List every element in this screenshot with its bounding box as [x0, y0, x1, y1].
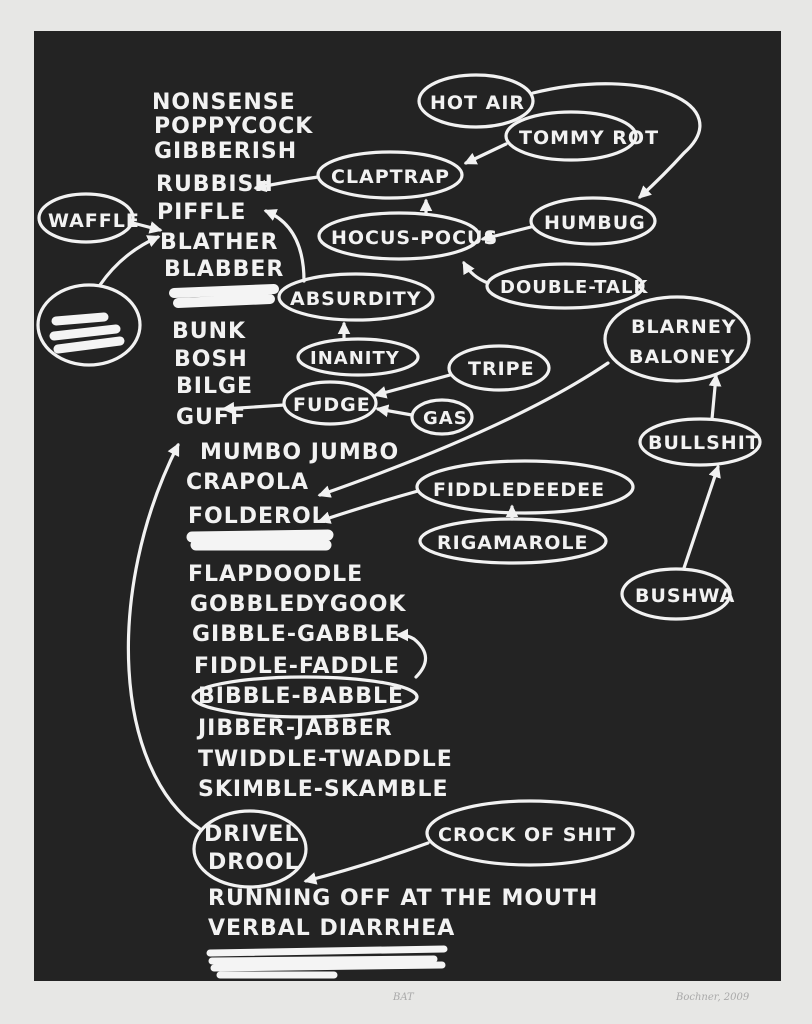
word-blather: BLATHER	[160, 230, 279, 255]
arrow-blarney-to-crapola	[317, 361, 610, 498]
word-drivel: DRIVEL	[204, 822, 299, 847]
oval-claptrap	[316, 150, 464, 200]
arrow-gas-to-fudge	[375, 404, 414, 418]
oval-hocus-pocus	[317, 211, 481, 261]
arrow-drivel-to-mumbo-jumbo	[126, 442, 202, 831]
word-crapola: CRAPOLA	[186, 470, 309, 495]
oval-absurdity	[277, 272, 435, 322]
scribble-after-blabber	[169, 284, 279, 308]
word-bunk: BUNK	[172, 319, 246, 344]
artwork-board: NONSENSE POPPYCOCK GIBBERISH RUBBISH PIF…	[34, 31, 781, 981]
oval-tripe	[447, 344, 551, 392]
arrow-hotair-to-humbug	[531, 82, 702, 199]
word-inanity: INANITY	[310, 348, 400, 369]
arrow-crockofshit-to-drool	[303, 841, 430, 885]
scribble-bottom	[206, 945, 448, 979]
arrow-tripe-to-fudge	[373, 373, 452, 399]
word-bibble-babble: BIBBLE-BABBLE	[198, 684, 404, 709]
scribble-left-oval	[49, 312, 125, 354]
arrow-humbug-to-hocuspocus	[480, 225, 533, 243]
word-double-talk: DOUBLE-TALK	[500, 277, 648, 298]
word-crock-of-shit: CROCK OF SHIT	[438, 824, 616, 846]
oval-bibble-babble	[191, 675, 419, 719]
word-folderol: FOLDEROL	[188, 504, 327, 529]
oval-humbug	[529, 196, 657, 246]
arrow-bullshit-to-blarney	[708, 373, 722, 421]
word-diagram: NONSENSE POPPYCOCK GIBBERISH RUBBISH PIF…	[36, 73, 762, 979]
arrow-fiddlefaddle-to-gibblegabble	[395, 628, 428, 679]
arrow-tommyrot-to-claptrap	[463, 142, 508, 165]
scribble-after-folderol	[186, 529, 334, 551]
word-flapdoodle: FLAPDOODLE	[188, 562, 363, 587]
arrow-waffle-to-blather	[131, 221, 163, 234]
arrow-bushwa-to-bullshit	[682, 464, 721, 570]
word-bilge: BILGE	[176, 374, 253, 399]
word-blarney: BLARNEY	[631, 316, 737, 338]
word-rubbish: RUBBISH	[156, 172, 274, 197]
oval-double-talk	[485, 262, 645, 310]
word-hocus-pocus: HOCUS-POCUS	[331, 227, 498, 249]
word-verbal-diarrhea: VERBAL DIARRHEA	[208, 916, 455, 941]
margin-title: BAT	[393, 992, 414, 1003]
word-absurdity: ABSURDITY	[290, 288, 422, 310]
word-claptrap: CLAPTRAP	[331, 166, 450, 188]
word-nonsense: NONSENSE	[152, 90, 296, 115]
artist-signature: Bochner, 2009	[676, 992, 750, 1003]
oval-tommy-rot	[504, 110, 638, 162]
word-jibber-jabber: JIBBER-JABBER	[196, 716, 393, 741]
word-bosh: BOSH	[174, 347, 248, 372]
oval-bushwa	[620, 567, 732, 621]
word-humbug: HUMBUG	[544, 212, 646, 234]
oval-hot-air	[417, 73, 535, 129]
word-rigamarole: RIGAMAROLE	[437, 532, 588, 554]
oval-blarney-baloney	[603, 295, 751, 383]
oval-drivel-drool	[192, 809, 308, 889]
word-tripe: TRIPE	[468, 358, 535, 380]
arrow-scribbled-to-blather	[98, 235, 161, 287]
arrow-fudge-to-guff	[221, 401, 286, 415]
word-waffle: WAFFLE	[48, 210, 140, 232]
word-poppycock: POPPYCOCK	[154, 114, 313, 139]
word-blabber: BLABBER	[164, 257, 284, 282]
oval-fiddledeedee	[415, 459, 635, 515]
word-gibble-gabble: GIBBLE-GABBLE	[192, 622, 401, 647]
oval-scribbled	[36, 283, 142, 367]
arrow-absurdity-to-piffle	[263, 209, 306, 283]
word-tommy-rot: TOMMY ROT	[519, 127, 659, 149]
oval-crock-of-shit	[425, 799, 635, 867]
oval-fudge	[282, 380, 378, 426]
word-fiddle-faddle: FIDDLE-FADDLE	[194, 654, 400, 679]
word-twiddle-twaddle: TWIDDLE-TWADDLE	[198, 747, 453, 772]
oval-waffle	[37, 192, 135, 244]
word-fiddledeedee: FIDDLEDEEDEE	[433, 479, 605, 501]
arrow-fiddledeedee-to-folderol	[317, 489, 420, 524]
word-gobbledygook: GOBBLEDYGOOK	[190, 592, 406, 617]
oval-gas	[410, 398, 474, 436]
word-fudge: FUDGE	[293, 394, 371, 416]
arrow-claptrap-to-rubbish	[253, 175, 320, 193]
word-drool: DROOL	[208, 850, 300, 875]
word-baloney: BALONEY	[629, 346, 735, 368]
oval-bullshit	[638, 417, 762, 467]
word-gibberish: GIBBERISH	[154, 139, 297, 164]
word-bushwa: BUSHWA	[635, 585, 735, 607]
word-piffle: PIFFLE	[157, 200, 246, 225]
word-mumbo-jumbo: MUMBO JUMBO	[200, 440, 399, 465]
word-hot-air: HOT AIR	[430, 92, 525, 114]
oval-inanity	[296, 337, 420, 377]
arrow-doubletalk-to-hocuspocus	[462, 260, 490, 285]
word-gas: GAS	[423, 408, 468, 429]
word-bullshit: BULLSHIT	[648, 432, 760, 454]
word-skimble-skamble: SKIMBLE-SKAMBLE	[198, 777, 449, 802]
word-running-off-at-the-mouth: RUNNING OFF AT THE MOUTH	[208, 886, 598, 911]
